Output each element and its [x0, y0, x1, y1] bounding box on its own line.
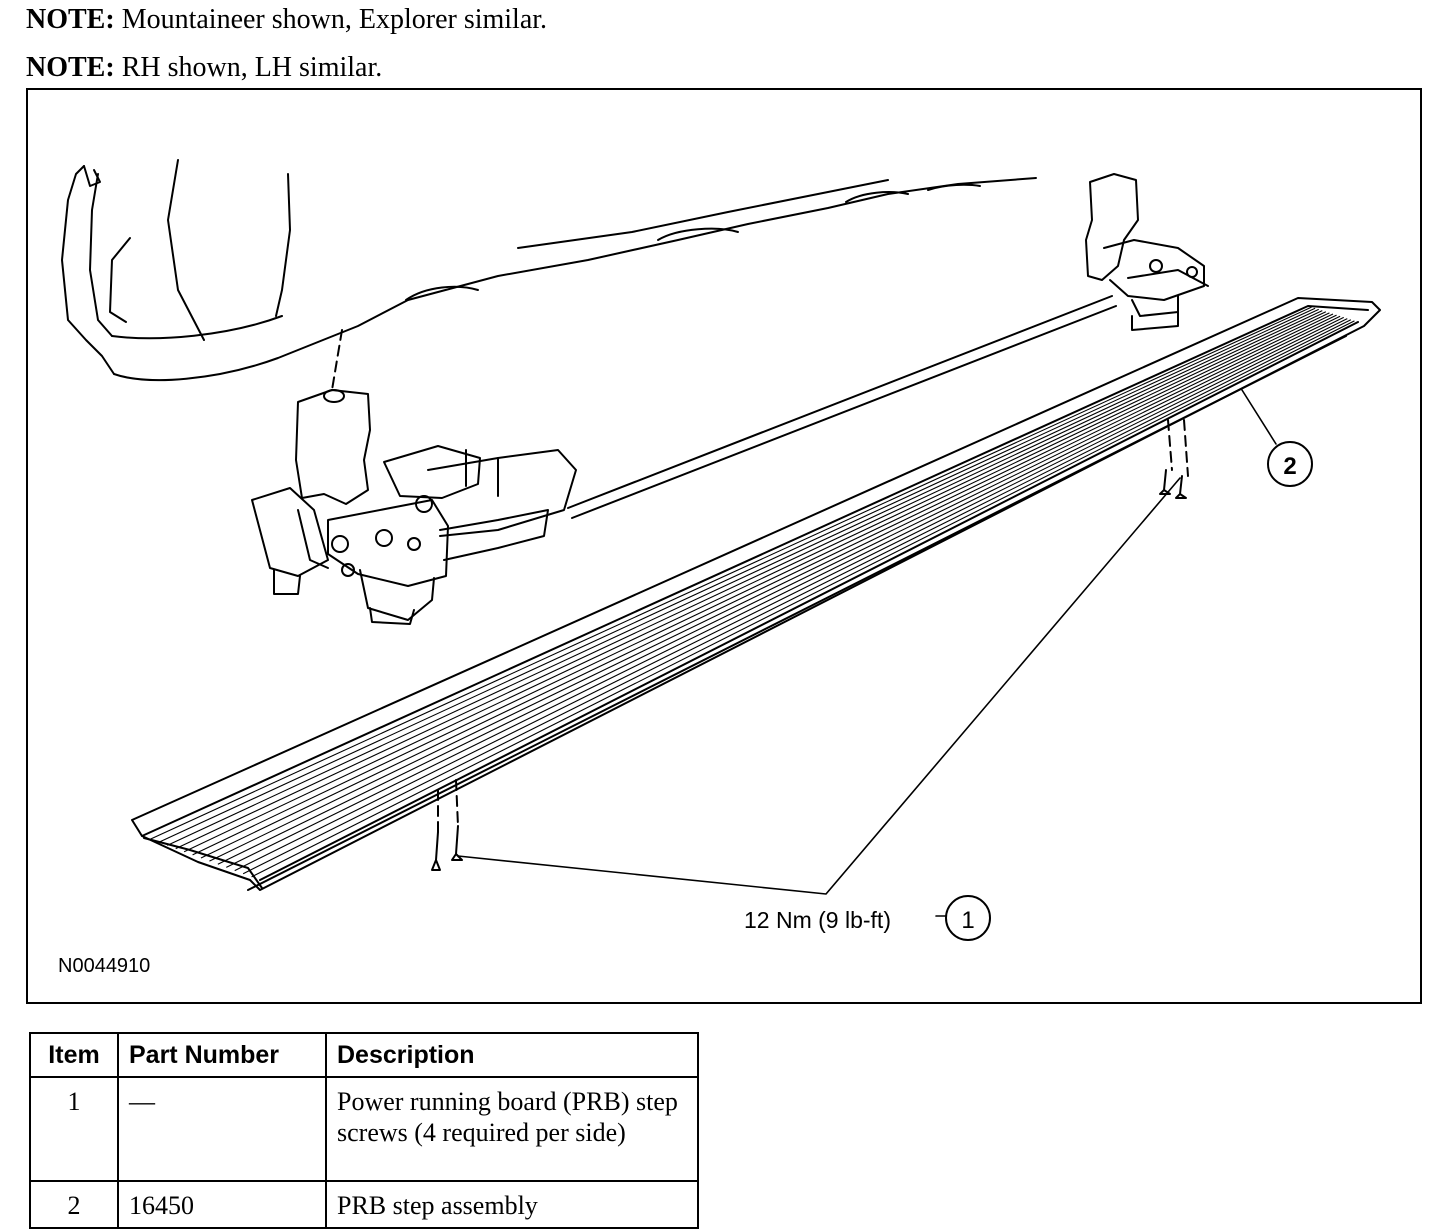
item-cell: 2 — [29, 1180, 119, 1229]
header-part-number: Part Number — [117, 1032, 327, 1078]
tread-rib — [251, 320, 1355, 878]
tread-rib — [242, 319, 1352, 875]
alignment-lines — [331, 329, 1189, 833]
step-tread-ribs — [150, 306, 1355, 878]
tread-rib — [217, 315, 1341, 865]
illustration-frame: 2 1 12 Nm (9 lb-ft) N0044910 — [26, 88, 1422, 1004]
part-number-cell: 16450 — [117, 1180, 327, 1229]
callout-number-1: 1 — [961, 907, 974, 934]
callout-number-2: 2 — [1283, 453, 1296, 480]
drive-rod — [567, 295, 1117, 519]
tread-rib — [234, 318, 1348, 872]
vehicle-body-outline — [61, 159, 1037, 382]
callout-circle-2 — [1267, 441, 1313, 487]
tread-rib — [226, 316, 1344, 868]
tread-rib — [167, 308, 1319, 846]
table-header-row: Item Part Number Description — [29, 1032, 699, 1078]
torque-spec: 12 Nm (9 lb-ft) — [744, 907, 891, 933]
parts-table: Item Part Number Description 1 — Power r… — [29, 1032, 699, 1229]
running-board-illustration: 2 1 — [61, 159, 1381, 941]
note-vehicle: NOTE: Mountaineer shown, Explorer simila… — [26, 4, 547, 36]
tread-rib — [150, 306, 1312, 840]
note-side: NOTE: RH shown, LH similar. — [26, 52, 382, 84]
table-row: 1 — Power running board (PRB) step screw… — [29, 1076, 699, 1182]
tread-rib — [158, 307, 1316, 843]
header-description: Description — [325, 1032, 699, 1078]
table-row: 2 16450 PRB step assembly — [29, 1180, 699, 1229]
step-assembly — [131, 297, 1381, 891]
figure-id: N0044910 — [58, 955, 151, 977]
header-item: Item — [29, 1032, 119, 1078]
front-motor-bracket — [251, 389, 577, 625]
note-text: RH shown, LH similar. — [121, 52, 383, 83]
description-cell: PRB step assembly — [325, 1180, 699, 1229]
callout-circle-1 — [945, 895, 991, 941]
item-cell: 1 — [29, 1076, 119, 1182]
note-label: NOTE: — [26, 52, 115, 83]
tread-rib — [192, 312, 1330, 856]
tread-rib — [175, 310, 1323, 850]
tread-rib — [183, 311, 1327, 853]
tread-rib — [200, 313, 1334, 859]
note-label: NOTE: — [26, 4, 115, 35]
tread-rib — [209, 314, 1337, 862]
leader-lines — [457, 389, 1277, 917]
description-cell: Power running board (PRB) step screws (4… — [325, 1076, 699, 1182]
rear-bracket — [1085, 173, 1209, 331]
part-number-cell: — — [117, 1076, 327, 1182]
note-text: Mountaineer shown, Explorer similar. — [121, 4, 548, 35]
step-screws — [431, 469, 1187, 871]
